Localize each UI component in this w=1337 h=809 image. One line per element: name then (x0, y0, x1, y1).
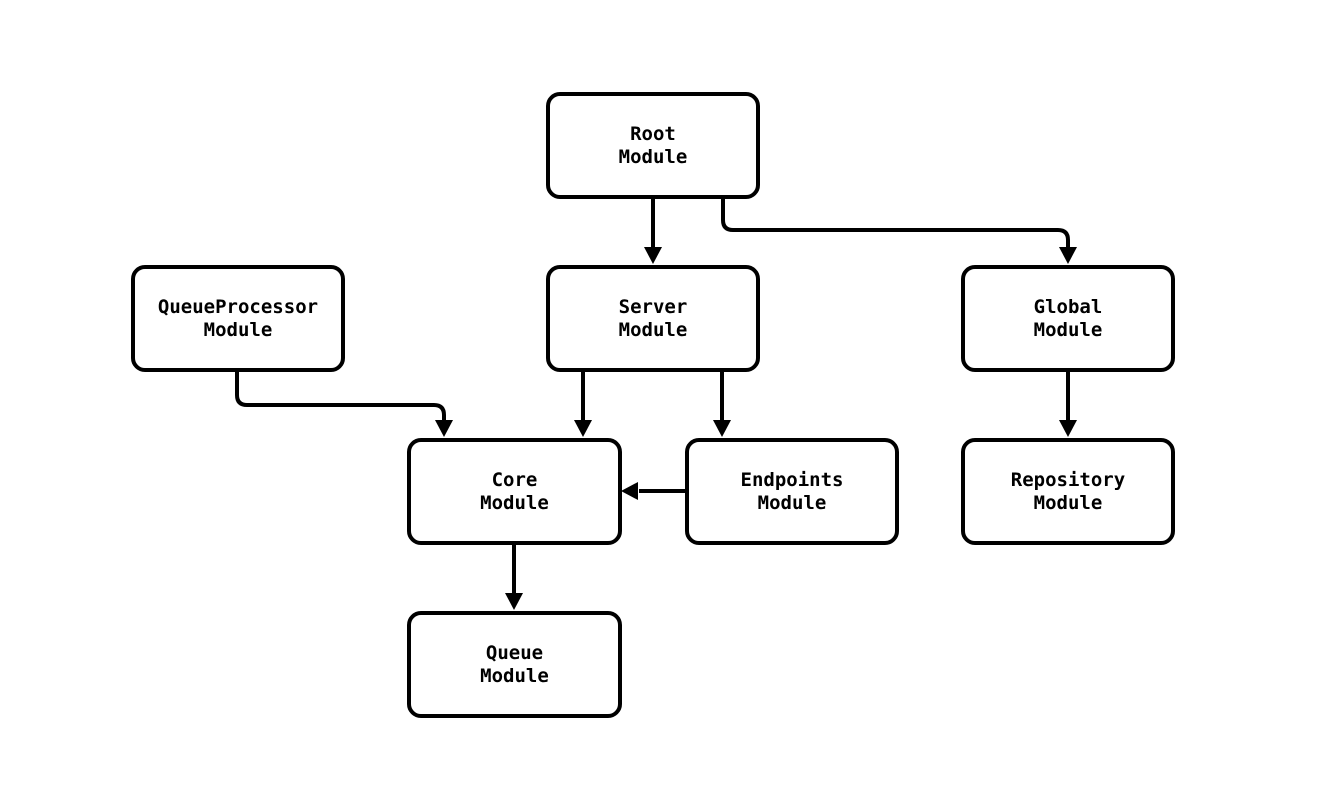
edge-endpoints-to-core-arrowhead-icon (621, 482, 638, 500)
server-module-label-line2: Module (619, 319, 688, 341)
edge-server-to-core (574, 370, 592, 437)
server-module-label-line1: Server (619, 296, 688, 318)
edge-queueprocessor-to-core (235, 370, 453, 437)
edge-global-to-repository-arrowhead-icon (1059, 420, 1077, 437)
edge-core-to-queue-arrowhead-icon (505, 593, 523, 610)
repository-module-label-line1: Repository (1011, 469, 1125, 491)
root-module-label-line1: Root (630, 123, 676, 145)
nodes-layer: RootModuleQueueProcessorModuleServerModu… (131, 92, 1175, 718)
queueprocessor-module-label-line1: QueueProcessor (158, 296, 318, 318)
edge-root-to-global (721, 197, 1077, 264)
global-module-label-line1: Global (1034, 296, 1103, 318)
global-module-box[interactable] (961, 265, 1175, 372)
queueprocessor-module-label-line2: Module (204, 319, 273, 341)
repository-module-box[interactable] (961, 438, 1175, 545)
server-module-box[interactable] (546, 265, 760, 372)
core-module-box[interactable] (407, 438, 622, 545)
edge-endpoints-to-core (621, 482, 687, 500)
edge-root-to-global-arrowhead-icon (1059, 247, 1077, 264)
repository-module-label-line2: Module (1034, 492, 1103, 514)
core-module-label-line2: Module (480, 492, 549, 514)
queue-module-label-line1: Queue (486, 642, 543, 664)
edge-root-to-global-line (721, 197, 1070, 248)
global-module-label-line2: Module (1034, 319, 1103, 341)
queue-module-label-line2: Module (480, 665, 549, 687)
edge-queueprocessor-to-core-line (235, 370, 446, 421)
edge-root-to-server (644, 197, 662, 264)
edge-server-to-endpoints (713, 370, 731, 437)
queue-module-box[interactable] (407, 611, 622, 718)
edge-root-to-server-arrowhead-icon (644, 247, 662, 264)
edges-layer (235, 197, 1077, 610)
edge-queueprocessor-to-core-arrowhead-icon (435, 420, 453, 437)
queueprocessor-module-box[interactable] (131, 265, 345, 372)
edge-core-to-queue (505, 543, 523, 610)
edge-server-to-endpoints-arrowhead-icon (713, 420, 731, 437)
core-module-label-line1: Core (492, 469, 538, 491)
edge-server-to-core-arrowhead-icon (574, 420, 592, 437)
endpoints-module-box[interactable] (685, 438, 899, 545)
endpoints-module-label-line1: Endpoints (741, 469, 844, 491)
root-module-box[interactable] (546, 92, 760, 199)
edge-global-to-repository (1059, 370, 1077, 437)
endpoints-module-label-line2: Module (758, 492, 827, 514)
root-module-label-line2: Module (619, 146, 688, 168)
